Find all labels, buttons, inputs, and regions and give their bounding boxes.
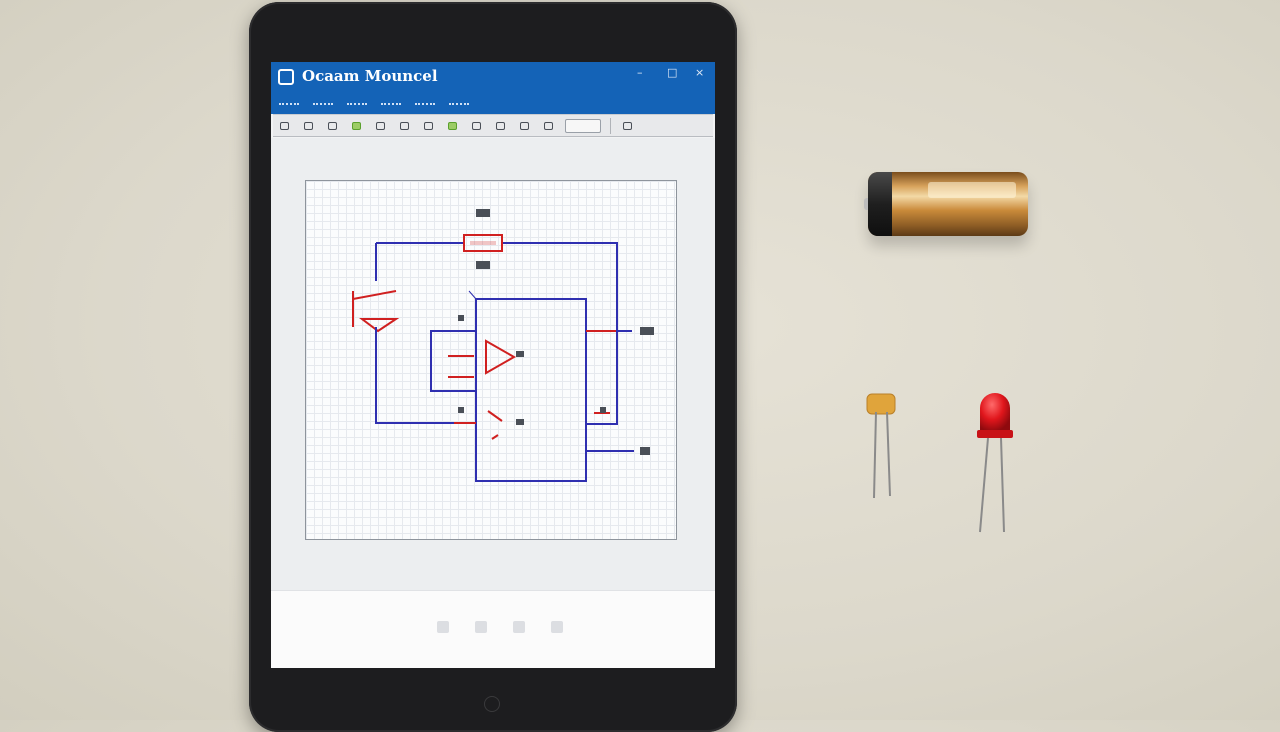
menu-item-4[interactable]	[381, 95, 401, 105]
component-tool-icon[interactable]	[373, 119, 388, 133]
minimize-button[interactable]: –	[637, 66, 643, 79]
ground-tool-icon[interactable]	[397, 119, 412, 133]
settings-gear-icon[interactable]	[620, 119, 635, 133]
rotate-tool-icon[interactable]	[517, 119, 532, 133]
app-window: Ocaam Mouncel – □ ×	[271, 62, 715, 668]
circuit-diagram	[352, 209, 654, 482]
simulate-tool-icon[interactable]	[445, 119, 460, 133]
run-tool-icon[interactable]	[349, 119, 364, 133]
schematic-canvas[interactable]	[305, 180, 677, 540]
close-button[interactable]: ×	[695, 66, 705, 79]
page-dot[interactable]	[437, 621, 449, 633]
left-wire	[375, 327, 476, 424]
toolbar	[273, 114, 713, 137]
red-led	[977, 393, 1013, 533]
ic-pin-marker	[468, 290, 477, 300]
zoom-select[interactable]	[565, 118, 601, 133]
battery	[864, 172, 1028, 236]
app-logo-icon	[278, 69, 294, 85]
menu-bar	[279, 95, 469, 111]
internal-switch	[487, 410, 503, 440]
home-button[interactable]	[484, 696, 500, 712]
menu-item-1[interactable]	[279, 95, 299, 105]
grid-tool-icon[interactable]	[493, 119, 508, 133]
resistor-symbol	[463, 234, 503, 252]
label-tool-icon[interactable]	[469, 119, 484, 133]
toolbar-divider	[610, 117, 611, 134]
battery-label	[928, 182, 1016, 198]
ceramic-capacitor	[866, 393, 896, 499]
menu-item-2[interactable]	[313, 95, 333, 105]
flip-tool-icon[interactable]	[541, 119, 556, 133]
menu-item-3[interactable]	[347, 95, 367, 105]
wire-tool-icon[interactable]	[301, 119, 316, 133]
feedback-wire	[430, 330, 476, 392]
top-wire	[375, 242, 618, 425]
app-title: Ocaam Mouncel	[302, 67, 438, 85]
page-dot[interactable]	[551, 621, 563, 633]
page-dot[interactable]	[475, 621, 487, 633]
label-marks	[458, 209, 654, 455]
resistor-tool-icon[interactable]	[325, 119, 340, 133]
menu-item-5[interactable]	[415, 95, 435, 105]
select-tool-icon[interactable]	[277, 119, 292, 133]
ic-block	[475, 298, 587, 482]
page-indicator	[437, 621, 563, 633]
resistor-fill	[470, 241, 496, 245]
opamp-symbol	[485, 339, 517, 375]
menu-item-6[interactable]	[449, 95, 469, 105]
switch-symbol	[352, 290, 400, 333]
page-dot[interactable]	[513, 621, 525, 633]
battery-cap	[868, 172, 892, 236]
input-leads	[448, 355, 474, 378]
probe-tool-icon[interactable]	[421, 119, 436, 133]
canvas-area	[271, 138, 715, 590]
maximize-button[interactable]: □	[667, 66, 678, 79]
bottom-panel	[271, 590, 715, 668]
title-bar: Ocaam Mouncel – □ ×	[271, 62, 715, 114]
